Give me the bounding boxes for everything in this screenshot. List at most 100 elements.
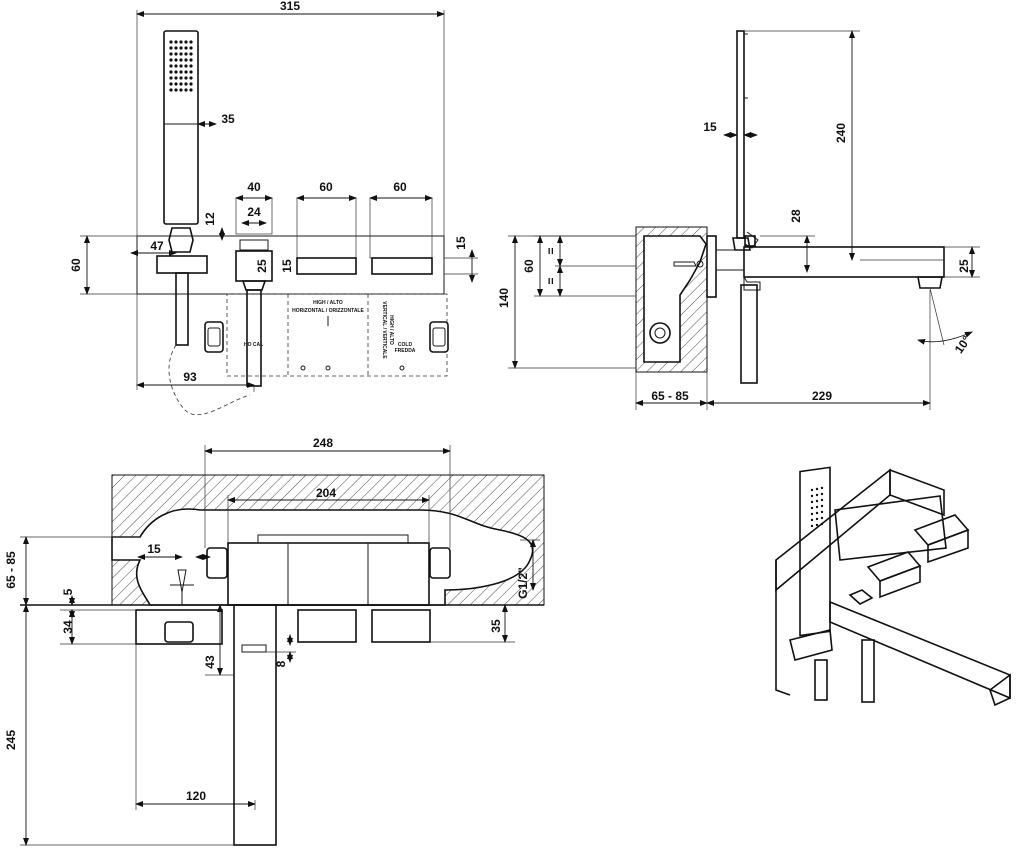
plan-spout — [233, 604, 277, 846]
shower-bracket — [156, 255, 208, 274]
nozzle-dot — [189, 46, 193, 50]
side-plate — [706, 235, 717, 298]
nozzle-dot — [189, 88, 193, 92]
iso-connector — [789, 628, 833, 661]
nozzle-dot — [179, 52, 183, 56]
nozzle-dot — [179, 46, 183, 50]
iso-nozzle-grid — [810, 486, 824, 528]
nozzle-dot — [169, 82, 173, 86]
dim-28: 28 — [789, 209, 803, 223]
iso-nozzle-dot — [815, 517, 819, 521]
dim-angle: 10° — [952, 333, 974, 356]
nozzle-dot — [169, 76, 173, 80]
side-spout — [743, 246, 945, 278]
iso-nozzle-dot — [815, 493, 819, 497]
shower-connector — [168, 227, 194, 253]
plan-hot-nut — [206, 547, 228, 579]
shower-nozzle-grid — [169, 40, 193, 92]
dim-35: 35 — [221, 112, 235, 126]
cold-inlet-nut — [429, 321, 449, 353]
side-pipe — [740, 284, 758, 384]
iso-nozzle-dot — [815, 523, 819, 527]
dim-8: 8 — [274, 660, 288, 667]
isometric-view — [775, 466, 1011, 707]
iso-pipe-1 — [814, 659, 828, 701]
dim-240: 240 — [834, 123, 848, 143]
nozzle-dot — [169, 58, 173, 62]
dim-5: 5 — [61, 588, 75, 595]
nozzle-dot — [184, 46, 188, 50]
note-cold: COLD — [398, 342, 413, 348]
dim-24: 24 — [247, 205, 261, 219]
nozzle-dot — [184, 52, 188, 56]
hose-dashed — [168, 344, 251, 416]
dim-40: 40 — [247, 180, 261, 194]
nozzle-dot — [184, 58, 188, 62]
note-high-alto: HIGH / ALTO — [313, 300, 343, 306]
dim-204: 204 — [316, 486, 336, 500]
dim-120: 120 — [186, 789, 206, 803]
dim-245: 245 — [4, 730, 18, 750]
dim-65-85-plan: 65 - 85 — [4, 551, 18, 589]
nozzle-dot — [174, 82, 178, 86]
dim-eq-1: = — [544, 247, 558, 254]
iso-nozzle-dot — [810, 524, 814, 528]
plan-cold-nut — [429, 547, 451, 579]
nozzle-dot — [174, 52, 178, 56]
dim-315: 315 — [280, 0, 300, 13]
front-view: 315 35 47 60 40 24 12 25 — [69, 0, 478, 416]
nozzle-dot — [184, 64, 188, 68]
nozzle-dot — [189, 82, 193, 86]
iso-hand-shower — [799, 466, 831, 637]
dim-g12: G1/2" — [516, 567, 530, 599]
dim-140: 140 — [497, 288, 511, 308]
plan-control-1 — [297, 609, 357, 643]
note-horizontal: HORIZONTAL / ORIZZONTALE — [292, 308, 364, 314]
dim-12: 12 — [203, 212, 217, 226]
iso-nozzle-dot — [810, 494, 814, 498]
nozzle-dot — [179, 76, 183, 80]
note-hot: HO CAL — [244, 342, 263, 348]
dim-65-85-side: 65 - 85 — [651, 389, 689, 403]
nozzle-dot — [184, 76, 188, 80]
nozzle-dot — [184, 70, 188, 74]
iso-nozzle-dot — [815, 511, 819, 515]
iso-nozzle-dot — [810, 488, 814, 492]
dim-15-plan: 15 — [147, 542, 161, 556]
nozzle-dot — [169, 64, 173, 68]
iso-nozzle-dot — [810, 506, 814, 510]
spout-pipe — [246, 289, 262, 387]
iso-nozzle-dot — [810, 518, 814, 522]
nozzle-dot — [189, 64, 193, 68]
nozzle-dot — [169, 46, 173, 50]
dim-60-side: 60 — [522, 259, 536, 273]
nozzle-dot — [179, 40, 183, 44]
nozzle-dot — [179, 64, 183, 68]
hand-shower — [163, 30, 199, 225]
dim-34: 34 — [61, 620, 75, 634]
note-fredda: FREDDA — [395, 348, 416, 354]
nozzle-dot — [189, 52, 193, 56]
nozzle-dot — [169, 88, 173, 92]
dim-248: 248 — [313, 436, 333, 450]
dim-25: 25 — [255, 259, 269, 273]
nozzle-dot — [189, 70, 193, 74]
dim-15-right: 15 — [454, 236, 468, 250]
iso-nozzle-dot — [820, 522, 824, 526]
dim-eq-2: = — [544, 277, 558, 284]
nozzle-dot — [174, 40, 178, 44]
iso-nozzle-dot — [820, 516, 824, 520]
nozzle-dot — [179, 82, 183, 86]
plan-view: 248 204 15 65 - 85 5 34 35 43 8 245 120 — [4, 436, 545, 846]
nozzle-dot — [174, 70, 178, 74]
iso-nozzle-dot — [810, 512, 814, 516]
nozzle-dot — [174, 64, 178, 68]
embedded-body — [226, 293, 448, 377]
nozzle-dot — [184, 82, 188, 86]
nozzle-dot — [179, 58, 183, 62]
iso-plate — [834, 495, 947, 561]
nozzle-dot — [174, 46, 178, 50]
plan-control-2 — [371, 609, 431, 643]
shower-hose-pipe — [175, 272, 189, 346]
